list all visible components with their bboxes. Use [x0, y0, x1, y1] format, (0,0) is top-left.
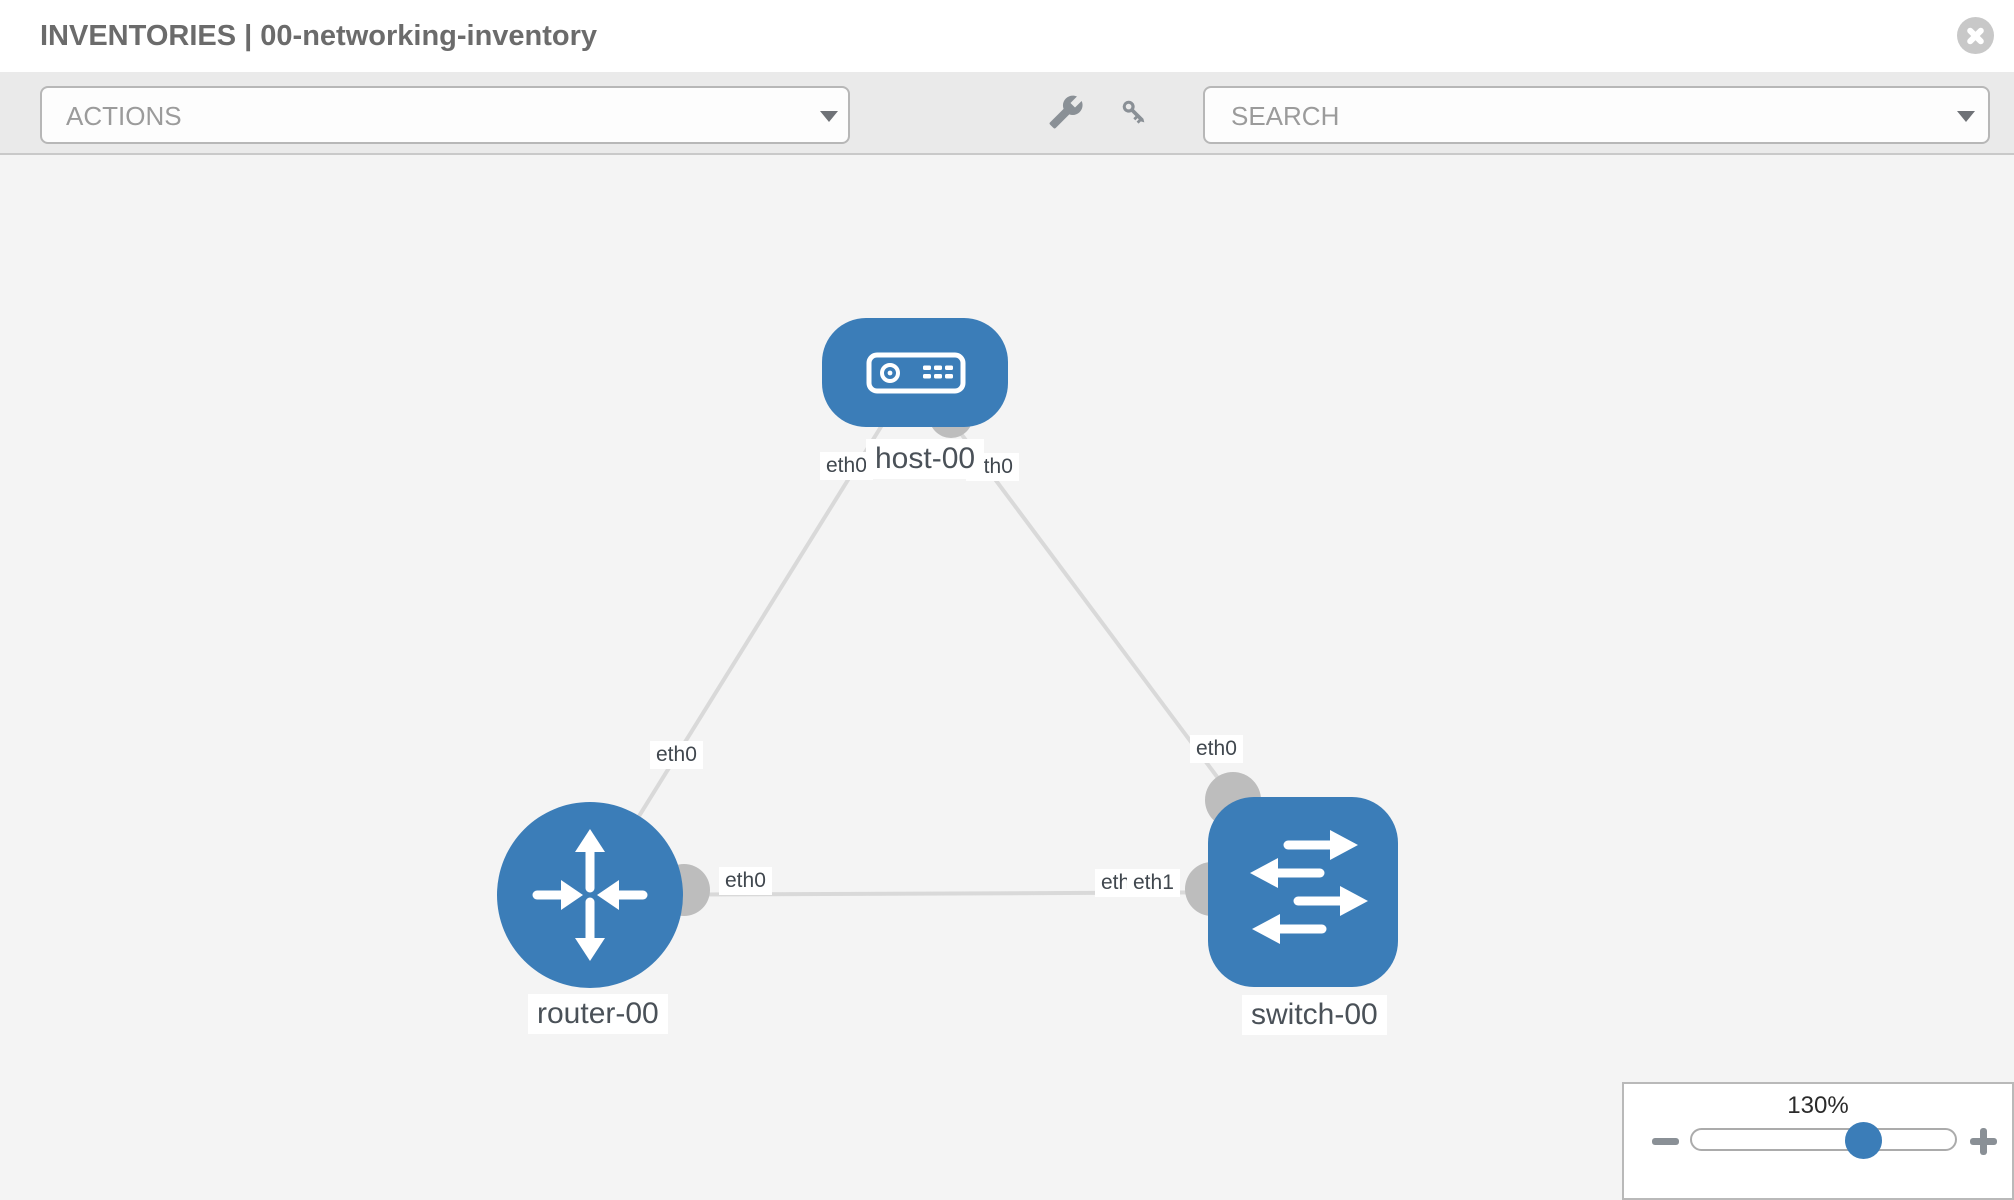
wrench-button[interactable] — [1048, 94, 1084, 135]
key-button[interactable] — [1118, 96, 1152, 135]
switch-icon — [1250, 830, 1368, 944]
port-label: eth0 — [1190, 735, 1243, 763]
node-label-switch: switch-00 — [1242, 995, 1387, 1035]
search-input[interactable] — [1229, 88, 1899, 144]
zoom-slider-track[interactable] — [1690, 1128, 1957, 1151]
zoom-in-button[interactable] — [1970, 1128, 1997, 1155]
port-label: eth1 — [1127, 869, 1180, 897]
node-label-router: router-00 — [528, 994, 668, 1034]
actions-dropdown-label: ACTIONS — [66, 101, 182, 131]
chevron-down-icon — [820, 111, 838, 122]
plus-icon — [1980, 1128, 1987, 1155]
host-icon — [866, 352, 966, 394]
header: INVENTORIES | 00-networking-inventory — [0, 0, 2014, 73]
zoom-level: 130% — [1787, 1092, 1849, 1119]
node-router-00[interactable] — [497, 802, 683, 988]
zoom-panel: 130% — [1622, 1082, 2014, 1200]
port-label: eth0 — [650, 741, 703, 769]
topology-canvas[interactable]: host-00 router-00 switch-00 eth0 eth0 et… — [0, 155, 2014, 1200]
link-lines — [588, 370, 1305, 897]
key-icon — [1122, 100, 1145, 124]
port-label: eth0 — [719, 867, 772, 895]
chevron-down-icon — [1957, 111, 1975, 122]
actions-dropdown[interactable]: ACTIONS — [40, 86, 850, 144]
toolbar: ACTIONS — [0, 72, 2014, 155]
router-icon — [532, 829, 648, 961]
zoom-out-button[interactable] — [1652, 1138, 1679, 1145]
node-switch-00[interactable] — [1208, 797, 1398, 987]
close-button[interactable] — [1957, 17, 1994, 54]
port-label: eth0 — [820, 452, 873, 480]
node-host-00[interactable] — [822, 318, 1008, 427]
zoom-slider-thumb[interactable] — [1845, 1122, 1882, 1159]
wrench-icon — [1049, 95, 1083, 129]
search-dropdown — [1203, 86, 1990, 144]
page-title: INVENTORIES | 00-networking-inventory — [40, 20, 598, 52]
node-label-host: host-00 — [866, 439, 985, 479]
